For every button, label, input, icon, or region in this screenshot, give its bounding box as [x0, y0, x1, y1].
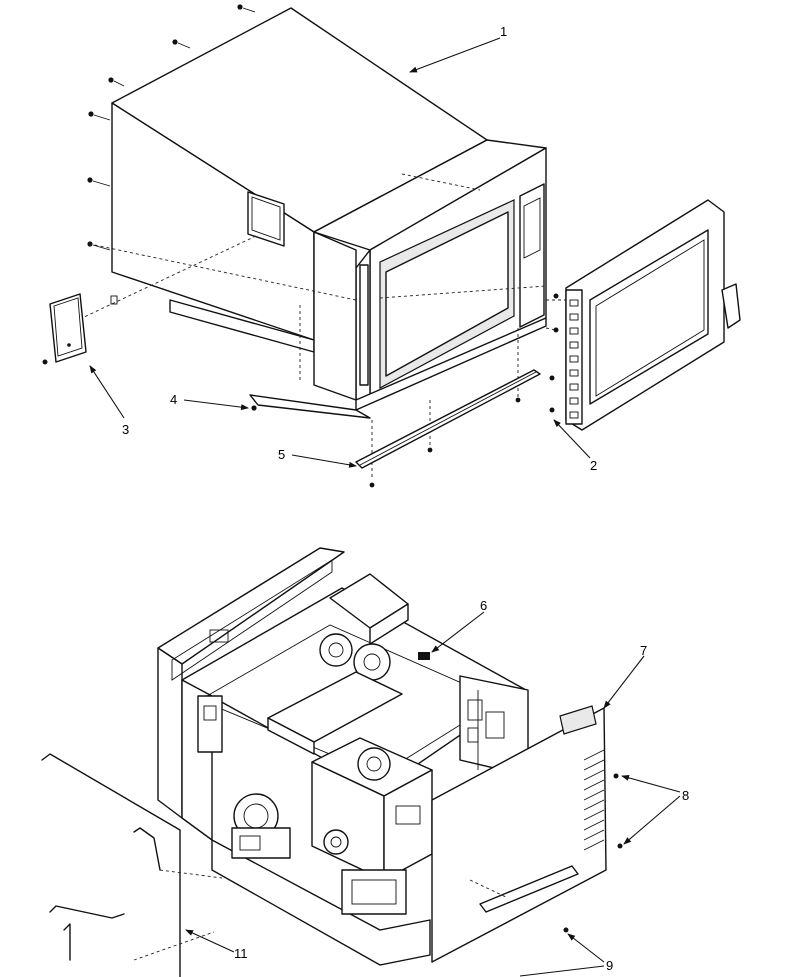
callout-11: 11 [234, 946, 248, 961]
screw [515, 397, 521, 403]
callout-labels: 1 2 3 4 5 6 7 8 9 11 [122, 24, 689, 973]
side-panel-part-7 [431, 705, 623, 963]
left-components [197, 695, 407, 915]
callout-2: 2 [590, 458, 597, 473]
callout-6: 6 [480, 598, 487, 613]
screw [87, 177, 93, 183]
callout-4: 4 [170, 392, 177, 407]
screw [613, 773, 619, 779]
wrapper-screws [87, 4, 256, 251]
door-hinge-teeth [569, 299, 579, 419]
callout-9: 9 [606, 958, 613, 973]
callout-leaders [89, 37, 681, 977]
screw [549, 375, 555, 381]
vent-slots [583, 749, 605, 851]
screw [172, 39, 178, 45]
screw [427, 447, 433, 453]
screw [553, 293, 559, 299]
screw [617, 843, 623, 849]
hidden-lines-top [81, 173, 566, 480]
screw [549, 407, 555, 413]
callout-3: 3 [122, 422, 129, 437]
front-trim-strip [355, 369, 541, 488]
screw [42, 359, 48, 365]
screw [88, 111, 94, 117]
screw [563, 927, 569, 933]
outer-cabinet-assembly [42, 4, 741, 488]
callout-7: 7 [640, 643, 647, 658]
callout-8: 8 [682, 788, 689, 803]
screw [108, 77, 114, 83]
internal-components-assembly [41, 547, 623, 977]
access-cover-plate [42, 293, 118, 365]
oven-chassis-front [249, 139, 547, 419]
fan-motor-icon [357, 747, 391, 781]
screw-part-4 [251, 405, 257, 411]
top-components [267, 573, 430, 755]
front-frame [157, 547, 345, 819]
screw [369, 482, 375, 488]
screw [553, 327, 559, 333]
door-assembly [549, 199, 741, 431]
screw [237, 4, 243, 10]
callout-1: 1 [500, 24, 507, 39]
callout-5: 5 [278, 447, 285, 462]
small-switch-part-6 [418, 652, 430, 660]
frame-wire-part-11 [41, 753, 223, 977]
stirrer-gear-icon [319, 633, 353, 667]
